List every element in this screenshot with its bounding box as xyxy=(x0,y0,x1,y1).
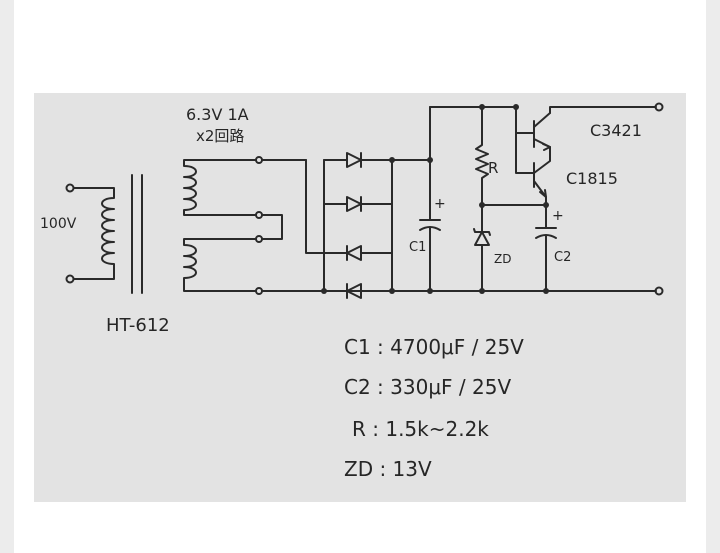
junction-dot xyxy=(321,288,327,294)
parts-list-r: R : 1.5k~2.2k xyxy=(352,417,489,441)
resistor-r xyxy=(475,106,489,206)
c2-polarity: + xyxy=(552,208,564,224)
junction-dot xyxy=(513,104,519,110)
circuit-schematic xyxy=(65,102,664,299)
junction-dot xyxy=(389,288,395,294)
primary-terminal-bottom xyxy=(65,274,75,284)
transformer-model-label: HT-612 xyxy=(106,315,170,336)
junction-dot xyxy=(543,288,549,294)
parts-list-c1: C1 : 4700μF / 25V xyxy=(344,335,524,359)
bridge-diode-3 xyxy=(323,245,393,261)
junction-dot xyxy=(427,288,433,294)
junction-dot xyxy=(479,202,485,208)
c1-label: C1 xyxy=(409,240,427,255)
junction-dot xyxy=(479,288,485,294)
secondary-coil-1 xyxy=(183,159,257,216)
output-terminal-ground xyxy=(654,286,664,296)
capacitor-c1 xyxy=(419,106,441,292)
c2-label: C2 xyxy=(554,250,572,265)
secondary-coil-2 xyxy=(183,238,257,292)
bridge-diode-2 xyxy=(323,196,393,212)
zener-diode xyxy=(473,204,491,292)
junction-dot xyxy=(427,157,433,163)
series-jumper xyxy=(261,214,283,240)
output-terminal-positive xyxy=(654,102,664,112)
circuit-photo: 100V 6.3V 1A x2回路 HT-612 C1 C2 R ZD C342… xyxy=(34,93,686,502)
capacitor-c2 xyxy=(535,204,557,292)
primary-voltage-label: 100V xyxy=(40,216,77,232)
q2-label: C1815 xyxy=(566,169,618,188)
junction-dot xyxy=(389,157,395,163)
q1-label: C3421 xyxy=(590,121,642,140)
bridge-diode-1 xyxy=(323,152,393,168)
parts-list-zd: ZD : 13V xyxy=(344,457,432,481)
secondary-rating-label: 6.3V 1A xyxy=(186,105,249,124)
junction-dot xyxy=(543,202,549,208)
primary-terminal-top xyxy=(65,183,75,193)
bridge-left-rail xyxy=(305,159,325,254)
parts-list-c2: C2 : 330μF / 25V xyxy=(344,375,512,399)
secondary-count-label: x2回路 xyxy=(196,127,245,145)
resistor-label: R xyxy=(488,159,499,177)
c1-polarity: + xyxy=(434,196,446,212)
junction-dot xyxy=(479,104,485,110)
primary-coil xyxy=(73,187,115,280)
zener-label: ZD xyxy=(494,252,512,266)
